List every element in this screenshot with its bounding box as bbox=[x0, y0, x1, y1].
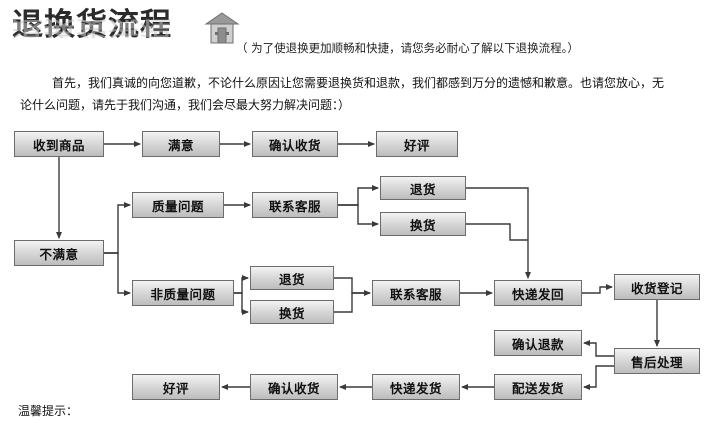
flow-node-n16: 确认退款 bbox=[494, 330, 582, 356]
flow-node-n1: 收到商品 bbox=[14, 131, 104, 157]
flow-node-n2: 满意 bbox=[142, 131, 220, 157]
page-title-reflection: 退换货流程 bbox=[12, 16, 172, 39]
flow-node-n6: 质量问题 bbox=[132, 192, 224, 218]
header-note: （ 为了使退换更加顺畅和快捷，请您务必耐心了解以下退换流程。） bbox=[236, 41, 579, 55]
flow-node-n11: 退货 bbox=[250, 266, 334, 290]
flow-node-n17: 售后处理 bbox=[614, 348, 700, 374]
flow-node-n10: 非质量问题 bbox=[132, 280, 234, 306]
flow-node-n4: 好评 bbox=[376, 131, 458, 157]
flow-node-n5: 不满意 bbox=[14, 240, 104, 266]
page-title-text: 退换货流程 bbox=[12, 7, 172, 43]
flow-node-n21: 好评 bbox=[132, 374, 220, 400]
flow-node-n12: 换货 bbox=[250, 300, 334, 324]
intro-line-1: 首先，我们真诚的向您道歉，不论什么原因让您需要退换货和退款，我们都感到万分的遗憾… bbox=[52, 76, 665, 90]
flow-node-n15: 收货登记 bbox=[614, 274, 700, 300]
flow-node-n20: 确认收货 bbox=[250, 374, 338, 400]
flow-node-n8: 退货 bbox=[380, 176, 466, 200]
flow-node-n9: 换货 bbox=[380, 212, 466, 236]
flow-node-n19: 快递发货 bbox=[372, 374, 460, 400]
flow-node-n3: 确认收货 bbox=[252, 131, 338, 157]
flow-node-n7: 联系客服 bbox=[252, 192, 338, 218]
page-title: 退换货流程 退换货流程 bbox=[12, 8, 252, 60]
intro-paragraph: 首先，我们真诚的向您道歉，不论什么原因让您需要退换货和退款，我们都感到万分的遗憾… bbox=[20, 72, 696, 116]
flow-node-n18: 配送发货 bbox=[494, 374, 582, 400]
footer-note: 温馨提示： bbox=[18, 404, 79, 418]
house-icon bbox=[204, 12, 240, 44]
flow-node-n13: 联系客服 bbox=[372, 280, 460, 306]
flow-node-n14: 快递发回 bbox=[494, 280, 582, 306]
intro-line-2: 论什么问题，请先于我们沟通，我们会尽最大努力解决问题：） bbox=[20, 98, 351, 112]
